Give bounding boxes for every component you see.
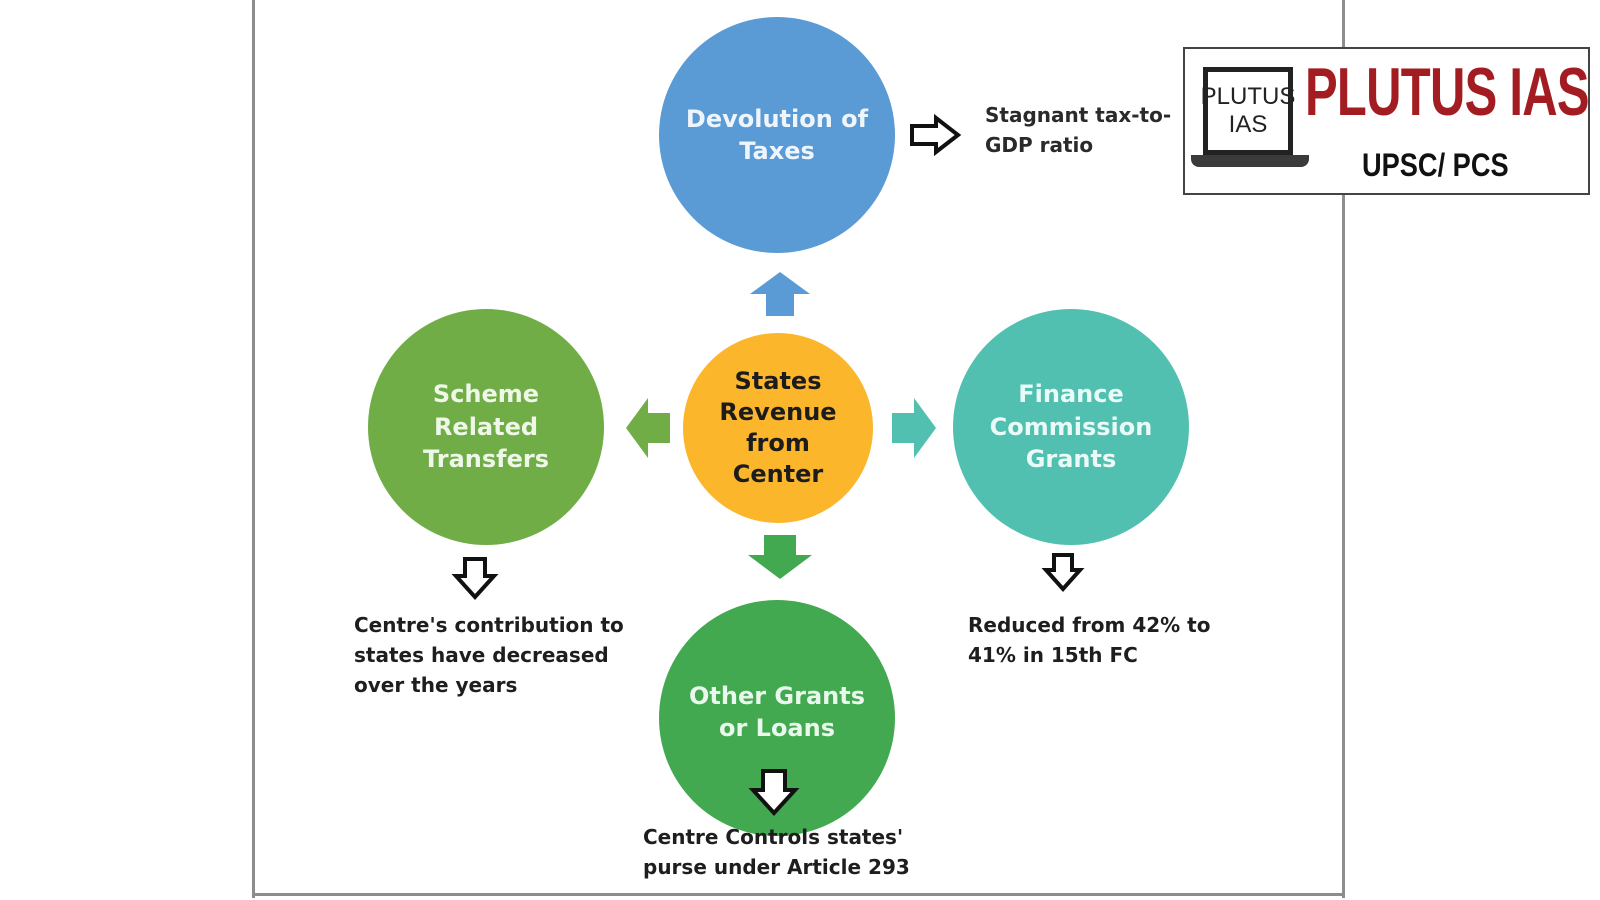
note-stagnant-tax-ratio: Stagnant tax-to- GDP ratio <box>985 103 1172 157</box>
logo-subtitle: UPSC/ PCS <box>1362 147 1509 183</box>
down-outline-arrow-icon <box>748 769 800 816</box>
down-outline-arrow-icon <box>1041 553 1085 592</box>
node-finance-commission-grants: Finance Commission Grants <box>953 309 1189 545</box>
frame-right-border <box>1342 0 1345 898</box>
node-other-grants-label: Other Grants or Loans <box>688 682 865 743</box>
up-block-arrow-icon <box>750 272 810 316</box>
laptop-screen-icon: PLUTUS IAS <box>1200 67 1296 155</box>
left-block-arrow-icon <box>626 398 670 458</box>
down-outline-arrow-icon <box>451 557 499 600</box>
note-article-293: Centre Controls states' purse under Arti… <box>643 825 910 879</box>
note-reduced-share: Reduced from 42% to 41% in 15th FC <box>968 613 1211 667</box>
note-centre-contribution: Centre's contribution to states have dec… <box>354 613 624 697</box>
frame-left-border <box>252 0 255 898</box>
frame-bottom-border <box>252 893 1345 896</box>
logo-screen-text-line2: IAS <box>1228 111 1268 138</box>
node-states-revenue-from-center: States Revenue from Center <box>683 333 873 523</box>
node-devolution-of-taxes: Devolution of Taxes <box>659 17 895 253</box>
logo-screen-text-line1: PLUTUS <box>1200 83 1296 111</box>
down-block-arrow-icon <box>748 535 812 579</box>
right-outline-arrow-icon <box>910 113 962 157</box>
logo-title: PLUTUS IAS <box>1305 54 1590 130</box>
node-scheme-related-transfers: Scheme Related Transfers <box>368 309 604 545</box>
right-block-arrow-icon <box>892 398 936 458</box>
laptop-base-icon <box>1191 155 1309 167</box>
plutus-ias-logo: PLUTUS IAS PLUTUS IAS UPSC/ PCS <box>1183 47 1590 195</box>
